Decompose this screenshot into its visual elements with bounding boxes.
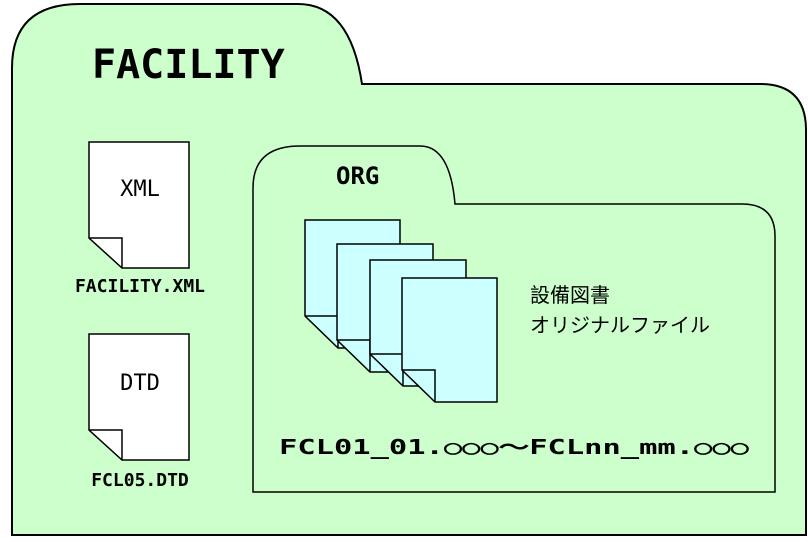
drawing-file-icon bbox=[401, 277, 498, 403]
facility-folder-title: FACILITY bbox=[92, 42, 285, 88]
xml-document-icon bbox=[88, 141, 190, 269]
dtd-document-label: DTD bbox=[120, 371, 160, 396]
drawing-file-stack bbox=[304, 219, 498, 403]
xml-document-label: XML bbox=[120, 177, 160, 202]
dtd-file: DTD FCL05.DTD bbox=[88, 333, 190, 491]
xml-file: XML FACILITY.XML bbox=[75, 141, 205, 297]
drawing-description-line2: オリジナルファイル bbox=[530, 313, 710, 337]
file-range-caption: FCL01_01.○○○～FCLnn_mm.○○○ bbox=[279, 435, 749, 459]
drawing-description-line1: 設備図書 bbox=[530, 283, 610, 307]
dtd-file-caption: FCL05.DTD bbox=[91, 470, 189, 491]
xml-file-caption: FACILITY.XML bbox=[75, 276, 205, 297]
dtd-document-icon bbox=[88, 333, 190, 461]
org-folder-title: ORG bbox=[336, 162, 379, 190]
